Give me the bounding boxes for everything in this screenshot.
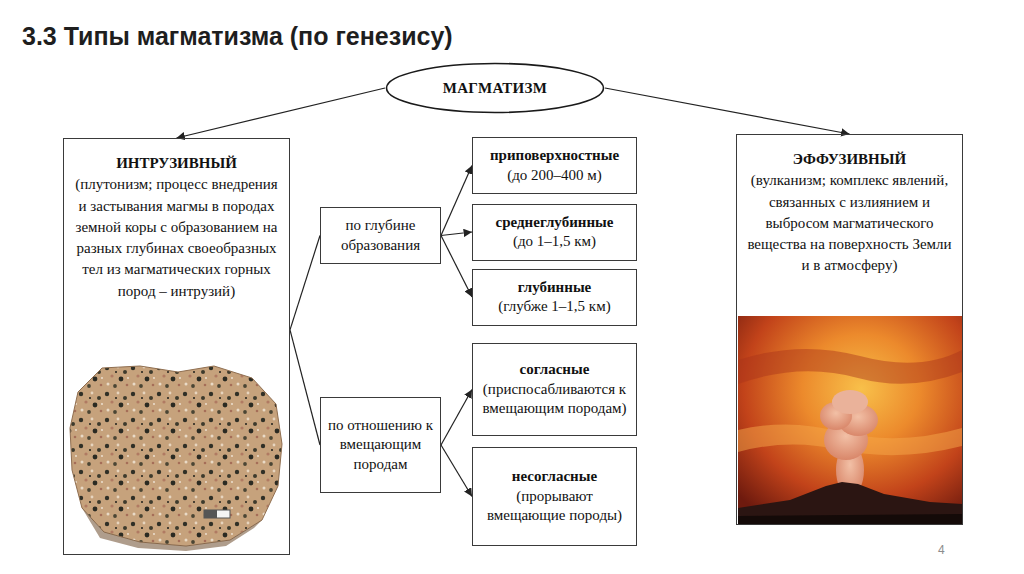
box-heading: ИНТРУЗИВНЫЙ — [74, 153, 279, 174]
text-holder: приповерхностные(до 200–400 м) — [473, 142, 636, 189]
connector-arrow — [290, 330, 320, 445]
text-holder: ЭФФУЗИВНЫЙ(вулканизм; комплекс явлений, … — [737, 135, 962, 281]
box-label: по отношению к вмещающим породам — [327, 416, 434, 475]
box-body: (до 1–1,5 км) — [479, 232, 630, 252]
connector-arrow — [441, 390, 472, 446]
connector-arrow — [441, 236, 472, 298]
type-box: ИНТРУЗИВНЫЙ(плутонизм; процесс внедрения… — [63, 138, 290, 555]
class-box: согласные(приспосабливаются к вмещающим … — [472, 343, 637, 436]
text-holder: глубинные(глубже 1–1,5 км) — [473, 274, 636, 321]
box-heading: приповерхностные — [479, 146, 630, 166]
text-holder: согласные(приспосабливаются к вмещающим … — [473, 356, 636, 423]
text-holder: МАГМАТИЗМ — [437, 76, 553, 101]
class-box: среднеглубинные(до 1–1,5 км) — [472, 204, 637, 261]
criterion-box: по глубине образования — [320, 207, 441, 264]
type-box: ЭФФУЗИВНЫЙ(вулканизм; комплекс явлений, … — [736, 134, 963, 525]
page-number: 4 — [938, 543, 945, 557]
connector-arrow — [605, 88, 850, 134]
box-label: по глубине образования — [327, 216, 434, 255]
box-label: МАГМАТИЗМ — [443, 80, 547, 97]
text-holder: ИНТРУЗИВНЫЙ(плутонизм; процесс внедрения… — [64, 139, 289, 306]
connector-arrow — [177, 88, 386, 138]
connector-arrow — [290, 236, 320, 330]
box-heading: согласные — [479, 360, 630, 380]
box-body: (прорывают вмещающие породы) — [479, 487, 630, 526]
box-body: (приспосабливаются к вмещающим породам) — [479, 380, 630, 419]
class-box: глубинные(глубже 1–1,5 км) — [472, 269, 637, 326]
text-holder: несогласные(прорывают вмещающие породы) — [473, 463, 636, 530]
box-heading: ЭФФУЗИВНЫЙ — [747, 149, 952, 170]
class-box: приповерхностные(до 200–400 м) — [472, 137, 637, 194]
box-body: (глубже 1–1,5 км) — [479, 297, 630, 317]
box-heading: несогласные — [479, 467, 630, 487]
text-holder: среднеглубинные(до 1–1,5 км) — [473, 209, 636, 256]
criterion-box: по отношению к вмещающим породам — [320, 397, 441, 493]
granite-sample — [70, 366, 282, 551]
text-holder: по глубине образования — [321, 212, 440, 259]
class-box: несогласные(прорывают вмещающие породы) — [472, 447, 637, 546]
root-ellipse: МАГМАТИЗМ — [385, 62, 605, 114]
connector-arrow — [441, 166, 472, 236]
box-body: (до 200–400 м) — [479, 166, 630, 186]
box-heading: среднеглубинные — [479, 213, 630, 233]
slide-title: 3.3 Типы магматизма (по генезису) — [22, 22, 453, 51]
volcano-photo — [738, 316, 962, 524]
box-body: (вулканизм; комплекс явлений, связанных … — [747, 170, 952, 276]
text-holder: по отношению к вмещающим породам — [321, 412, 440, 479]
connector-arrow — [441, 445, 472, 497]
box-heading: глубинные — [479, 278, 630, 298]
connector-arrow — [441, 232, 472, 236]
box-body: (плутонизм; процесс внедрения и застыван… — [74, 174, 279, 302]
